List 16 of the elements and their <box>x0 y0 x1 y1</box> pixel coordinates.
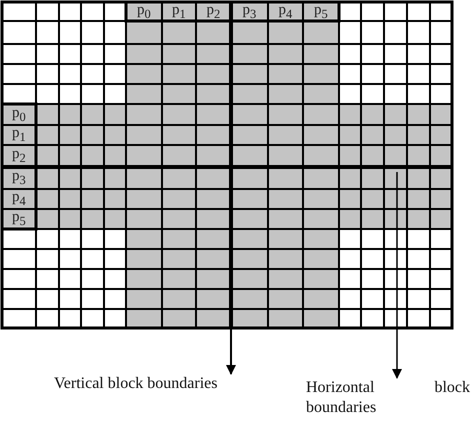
processor-label: p$_{0}$ <box>137 2 151 22</box>
processor-label: p$_{0}$ <box>12 104 26 124</box>
processor-label: p$_{4}$ <box>12 189 26 209</box>
processor-label: p$_{4}$ <box>278 2 292 22</box>
processor-label: p$_{1}$ <box>12 125 26 145</box>
annotation-text: Horizontal block boundaries <box>306 378 470 418</box>
processor-label: p$_{3}$ <box>242 2 256 22</box>
arrow <box>226 328 236 375</box>
processor-label: p$_{1}$ <box>172 2 186 22</box>
processor-label: p$_{2}$ <box>12 146 26 166</box>
annotation-text: Vertical block boundaries <box>54 374 284 394</box>
processor-label: p$_{5}$ <box>12 209 26 229</box>
processor-label: p$_{3}$ <box>12 168 26 188</box>
processor-label: p$_{2}$ <box>206 2 220 22</box>
processor-label: p$_{5}$ <box>314 2 328 22</box>
arrow <box>392 172 402 379</box>
